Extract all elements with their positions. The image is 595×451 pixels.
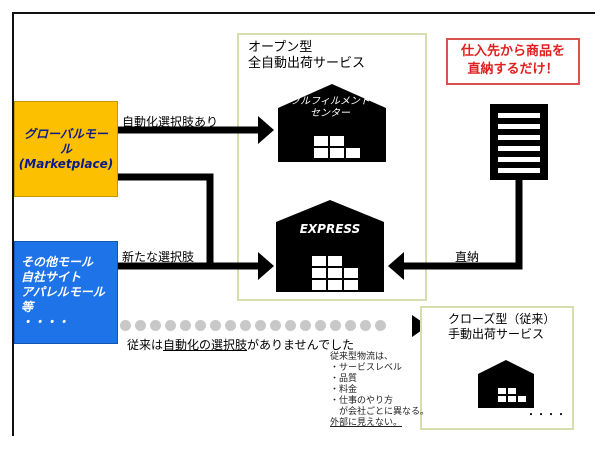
open-service-title: オープン型 全自動出荷サービス	[248, 40, 366, 71]
new-option-label: 新たな選択肢	[122, 250, 195, 264]
supplier-building-icon	[490, 104, 548, 180]
frame-left-line	[12, 12, 14, 436]
fulfillment-center-label: フルフィルメント センター	[290, 96, 370, 119]
frame-top-line	[12, 12, 595, 14]
arrowhead-new-option	[258, 252, 274, 280]
express-warehouse-icon	[276, 200, 384, 292]
direct-delivery-label: 直納	[455, 250, 480, 264]
fulfillment-center-icon	[278, 84, 386, 162]
closed-service-box: クローズ型（従来） 手動出荷サービス ・・・・	[420, 306, 574, 430]
conventional-dotted-line	[120, 320, 386, 334]
direct-delivery-callout: 仕入先から商品を 直納するだけ！	[446, 38, 580, 85]
conventional-message: 従来は自動化の選択肢がありませんでした	[127, 338, 355, 352]
arrowhead-auto-option	[258, 116, 274, 144]
global-mall-box: グローバルモール (Marketplace)	[14, 101, 118, 197]
closed-warehouse-icon	[478, 360, 534, 408]
conventional-note: 従来型物流は、 ・サービスレベル ・品質 ・料金 ・仕事のやり方 が会社ごとに異…	[330, 352, 430, 428]
other-mall-box: その他モール 自社サイト アパレルモール等 ・・・・	[14, 241, 118, 344]
auto-option-label: 自動化選択肢あり	[122, 115, 219, 129]
closed-service-ellipsis: ・・・・	[526, 410, 566, 421]
arrowhead-direct	[388, 252, 404, 280]
closed-service-title: クローズ型（従来） 手動出荷サービス	[448, 312, 556, 341]
express-label: EXPRESS	[299, 222, 361, 236]
open-service-box	[237, 33, 427, 301]
